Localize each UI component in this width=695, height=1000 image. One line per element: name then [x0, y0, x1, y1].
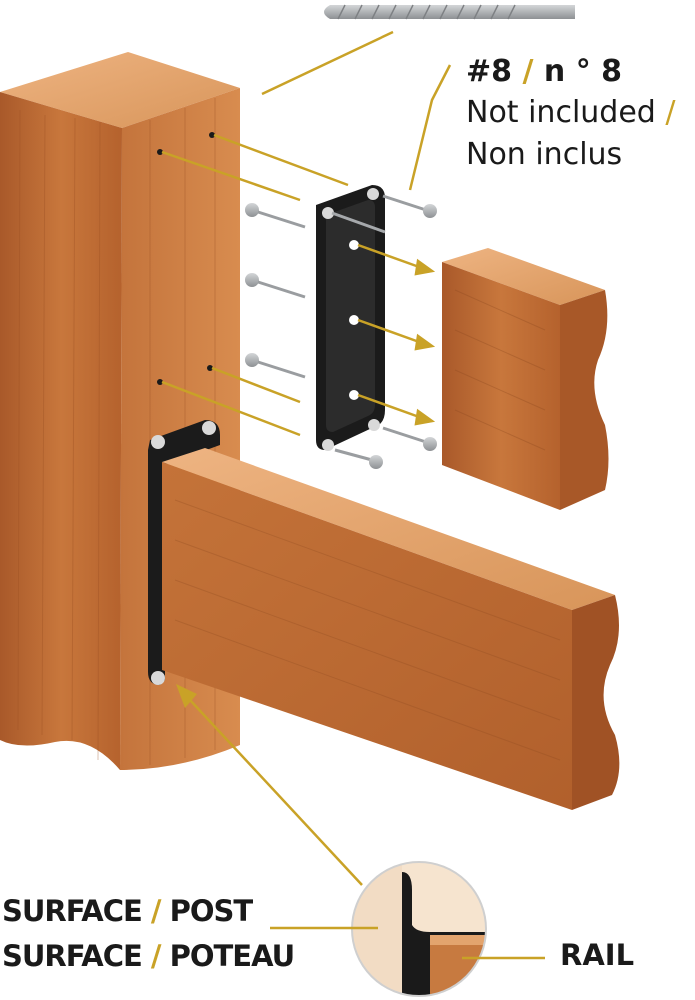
label-separator: /	[150, 939, 162, 973]
surface-post-label: SURFACE / POST	[2, 894, 254, 928]
guide-lines	[161, 133, 349, 437]
not-included-label: Not included /	[466, 98, 676, 128]
inset-pointer	[176, 684, 363, 886]
detail-inset	[270, 861, 545, 997]
rail	[162, 448, 620, 810]
surface-text: SURFACE	[2, 894, 143, 928]
label-separator: /	[665, 95, 676, 130]
surface-text: SURFACE	[2, 939, 143, 973]
rail-label: RAIL	[560, 938, 635, 972]
not-included-en: Not included	[466, 95, 656, 130]
label-separator: /	[150, 894, 162, 928]
screw-size: #8	[466, 54, 513, 89]
poteau-text: POTEAU	[169, 939, 296, 973]
leader-line-screw-label	[408, 64, 452, 191]
rail-block	[442, 248, 609, 510]
direction-arrows	[357, 243, 436, 426]
screw-icon	[324, 4, 575, 20]
non-inclus-label: Non inclus	[466, 137, 623, 172]
surface-poteau-label: SURFACE / POTEAU	[2, 939, 296, 973]
screw-size-label: #8 / n ° 8	[466, 57, 622, 87]
label-separator: /	[522, 54, 534, 89]
bracket-upper	[316, 185, 386, 451]
leader-line-screw	[261, 30, 394, 96]
screw-size-fr: n ° 8	[543, 54, 623, 89]
post-text: POST	[169, 894, 254, 928]
screw-icon	[334, 194, 437, 469]
screw-icon	[245, 203, 306, 379]
